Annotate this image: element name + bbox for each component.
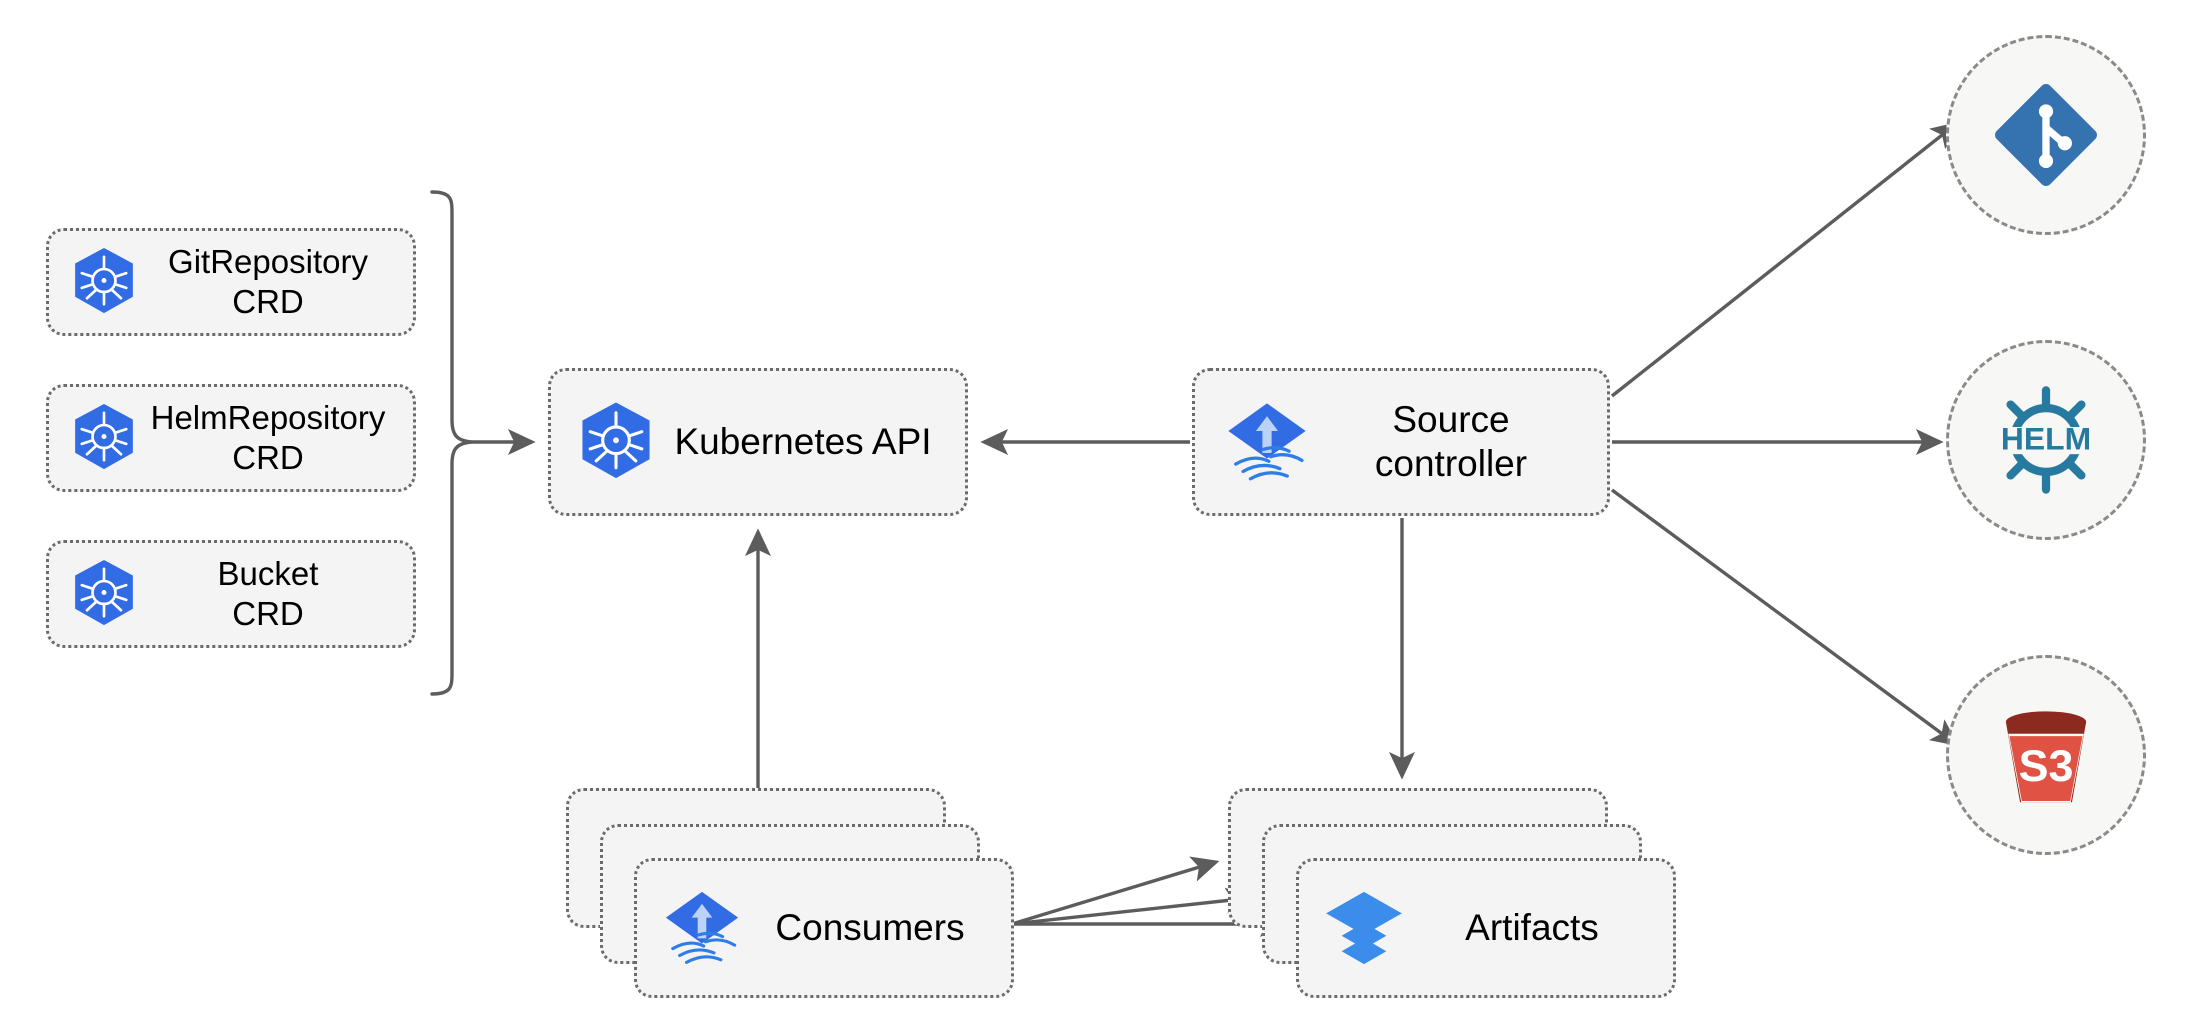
s3-icon: S3 xyxy=(1987,696,2105,814)
node-git-source[interactable] xyxy=(1946,35,2146,235)
kubernetes-icon xyxy=(67,245,141,319)
node-label: GitRepository CRD xyxy=(168,243,368,320)
edge-consumers-to-artifacts-1 xyxy=(1011,856,1220,926)
kubernetes-icon xyxy=(67,557,141,631)
kubernetes-icon xyxy=(67,401,141,475)
helm-label: HELM xyxy=(2001,420,2091,456)
node-label: HelmRepository CRD xyxy=(150,399,386,476)
helm-icon: HELM xyxy=(1987,381,2105,499)
layers-icon xyxy=(1321,885,1407,971)
s3-label: S3 xyxy=(2019,740,2074,791)
node-label: Artifacts xyxy=(1465,906,1599,948)
node-helmrepository-crd[interactable]: HelmRepository CRD xyxy=(46,384,416,492)
edge-source-to-s3 xyxy=(1610,488,1959,747)
flux-icon xyxy=(1221,396,1313,488)
crd-group-bracket xyxy=(430,190,536,696)
node-label: Kubernetes API xyxy=(674,420,932,462)
kubernetes-icon xyxy=(573,399,659,485)
node-label: Consumers xyxy=(775,906,965,948)
edge-source-to-git xyxy=(1610,121,1959,398)
node-label: Bucket CRD xyxy=(217,555,319,632)
node-consumers[interactable]: Consumers xyxy=(634,858,1014,998)
git-icon xyxy=(1987,76,2105,194)
node-source-controller[interactable]: Source controller xyxy=(1192,368,1610,516)
flux-icon xyxy=(659,885,745,971)
node-artifacts[interactable]: Artifacts xyxy=(1296,858,1676,998)
edge-consumers-to-artifacts-2 xyxy=(1011,887,1254,926)
node-kubernetes-api[interactable]: Kubernetes API xyxy=(548,368,968,516)
node-s3-source[interactable]: S3 xyxy=(1946,655,2146,855)
node-bucket-crd[interactable]: Bucket CRD xyxy=(46,540,416,648)
node-label: Source controller xyxy=(1374,398,1528,484)
node-helm-source[interactable]: HELM xyxy=(1946,340,2146,540)
node-gitrepository-crd[interactable]: GitRepository CRD xyxy=(46,228,416,336)
